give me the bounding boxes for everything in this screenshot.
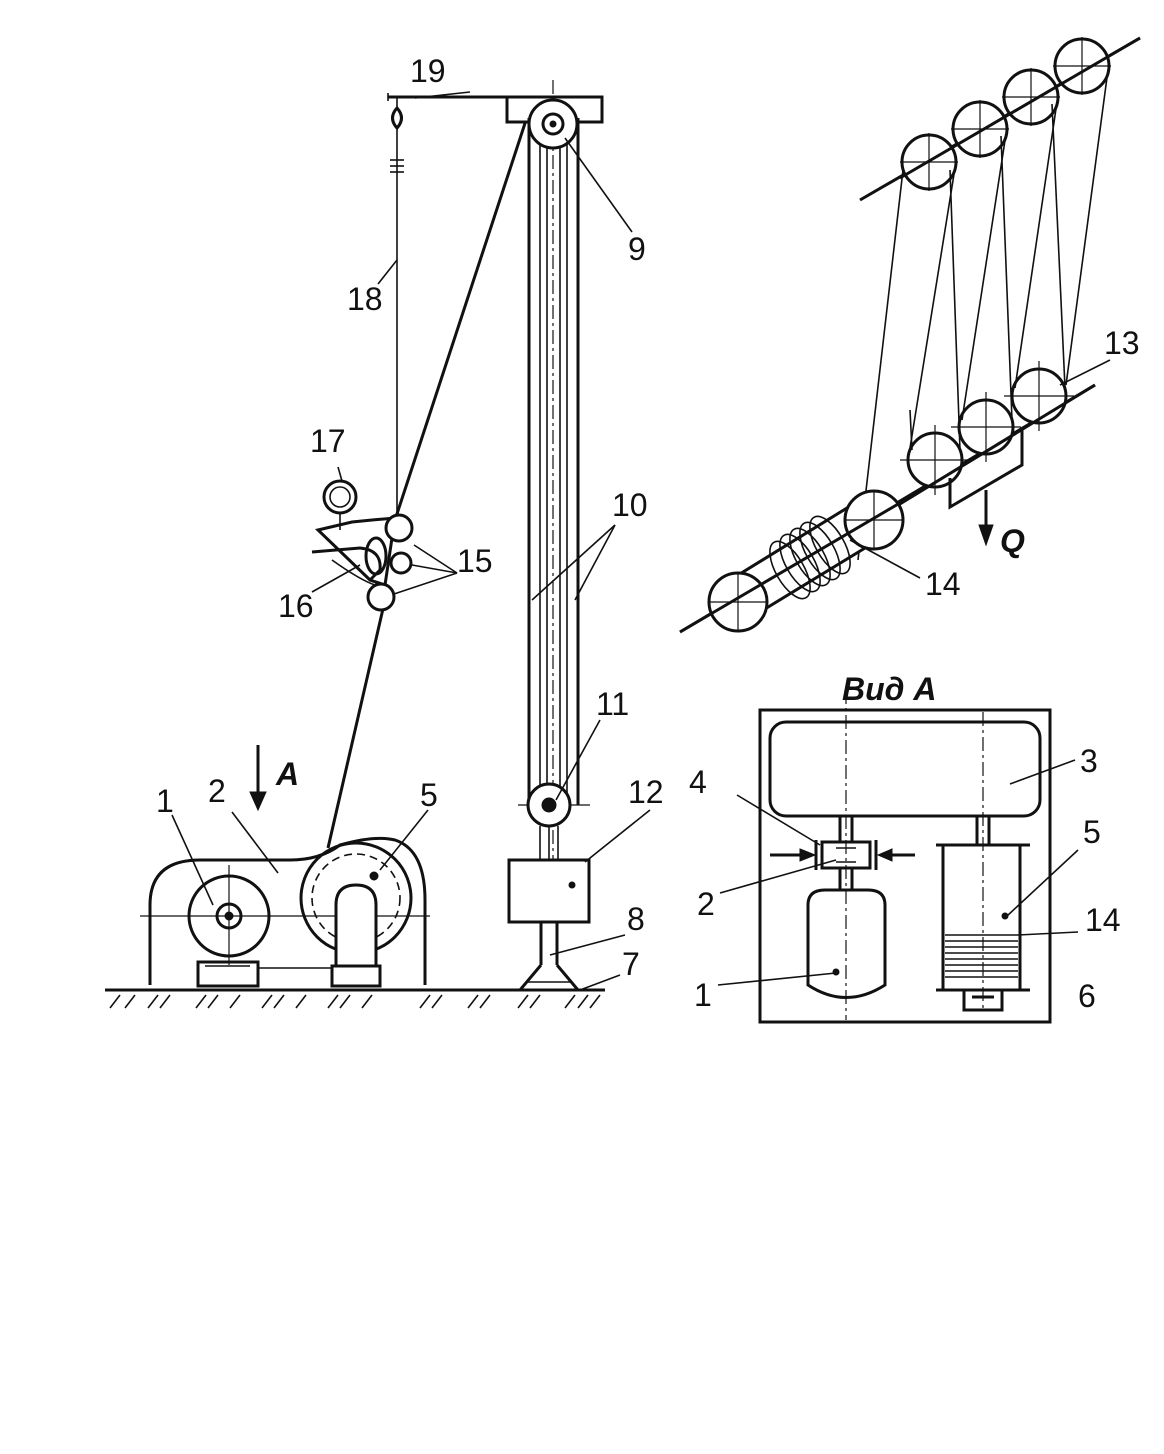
gear-housing [140, 836, 430, 985]
label-15: 15 [457, 543, 493, 579]
view-label-2: 2 [697, 886, 715, 922]
label-9: 9 [628, 231, 646, 267]
lower-rollers [900, 361, 1074, 510]
label-11: 11 [596, 686, 629, 722]
view-label-1: 1 [694, 977, 712, 1013]
view-label-14: 14 [1085, 902, 1121, 938]
view-label-6: 6 [1078, 978, 1096, 1014]
view-leaders [717, 759, 1079, 986]
label-8: 8 [627, 901, 645, 937]
label-10: 10 [612, 487, 648, 523]
label-5: 5 [420, 777, 438, 813]
ground-floor [105, 988, 605, 1009]
label-13: 13 [1104, 325, 1140, 361]
winding-drum [258, 841, 413, 988]
bobbin [679, 489, 906, 634]
label-2: 2 [208, 773, 226, 809]
coupling [770, 816, 915, 890]
label-1: 1 [156, 783, 174, 819]
guide-rollers [366, 513, 414, 612]
tension-gauge [311, 479, 397, 587]
top-pulley [527, 98, 579, 150]
upper-rollers [900, 37, 1111, 191]
label-16: 16 [278, 588, 314, 624]
label-17: 17 [310, 423, 346, 459]
main-assembly: 1 2 5 7 8 9 10 11 12 15 16 17 18 19 A [105, 53, 664, 1009]
motor-pulley [187, 865, 271, 988]
leader-lines [171, 91, 651, 991]
stand-base [516, 922, 582, 992]
label-14: 14 [925, 566, 961, 602]
roller-scheme: 13 14 Q [679, 36, 1141, 634]
view-a-panel: Вид А [689, 671, 1121, 1024]
top-beam [387, 93, 510, 101]
guide-column [505, 80, 604, 860]
view-label-3: 3 [1080, 743, 1098, 779]
main-rope [326, 107, 532, 849]
view-label-4: 4 [689, 764, 707, 800]
scheme-leaders [849, 359, 1111, 579]
view-direction-arrow [249, 745, 267, 812]
view-label-5: 5 [1083, 814, 1101, 850]
load-arrow [978, 490, 994, 547]
label-18: 18 [347, 281, 383, 317]
label-arrow-a: A [275, 756, 299, 792]
threads [857, 69, 1109, 561]
label-12: 12 [628, 774, 664, 810]
view-drum [936, 816, 1030, 1012]
label-19: 19 [410, 53, 446, 89]
label-q: Q [1000, 523, 1025, 559]
load-weight [507, 858, 591, 924]
suspension-cord [390, 97, 404, 520]
view-a-title: Вид А [842, 671, 936, 707]
label-7: 7 [622, 946, 640, 982]
